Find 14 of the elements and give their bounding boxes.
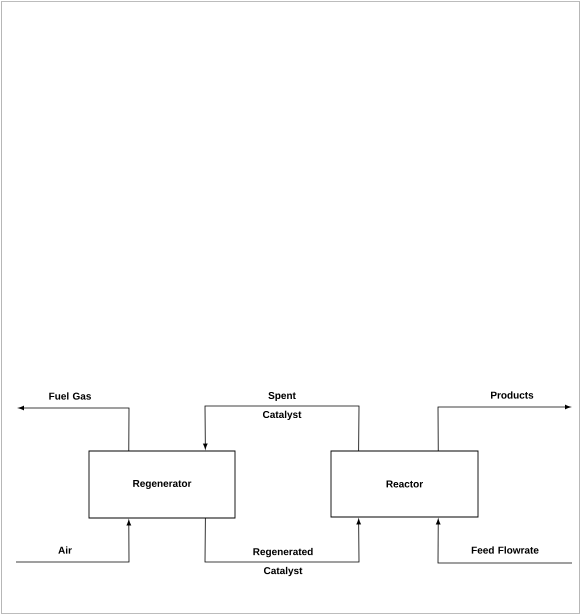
edge-label: Products <box>491 391 534 399</box>
edge-label: Regenerated Catalyst <box>253 548 313 576</box>
process-box: Reactor <box>330 450 478 518</box>
edge-label: Feed Flowrate <box>472 546 539 554</box>
arrow <box>438 404 571 451</box>
arrow <box>204 518 361 562</box>
arrow <box>203 406 360 451</box>
arrow <box>18 406 130 451</box>
edge-label: Spent Catalyst <box>262 392 302 420</box>
edge-label: Air <box>58 546 72 554</box>
edge-label: Fuel Gas <box>49 392 91 400</box>
arrow <box>436 518 572 564</box>
process-box: Regenerator <box>88 450 236 518</box>
arrow <box>16 520 132 562</box>
